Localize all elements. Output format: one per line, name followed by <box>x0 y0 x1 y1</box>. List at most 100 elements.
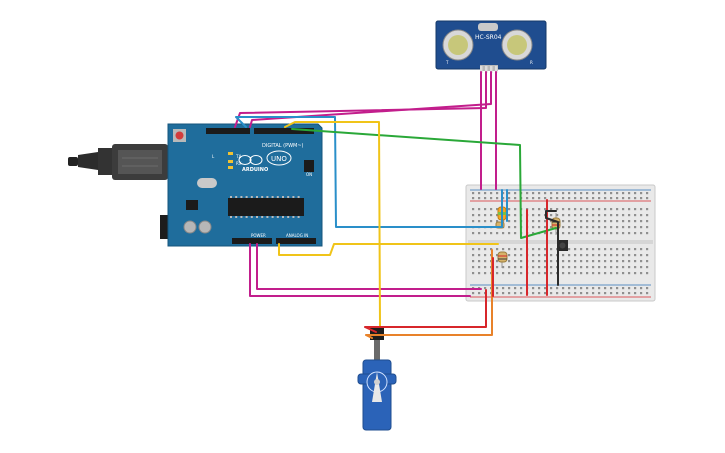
breadboard-hole[interactable] <box>544 197 547 200</box>
breadboard-hole[interactable] <box>562 254 565 257</box>
breadboard-hole[interactable] <box>610 266 613 269</box>
breadboard-hole[interactable] <box>472 266 475 269</box>
breadboard-hole[interactable] <box>478 192 481 195</box>
breadboard-hole[interactable] <box>586 226 589 229</box>
breadboard-hole[interactable] <box>478 197 481 200</box>
breadboard-hole[interactable] <box>586 272 589 275</box>
breadboard-hole[interactable] <box>496 248 499 251</box>
breadboard-hole[interactable] <box>622 292 625 295</box>
breadboard-hole[interactable] <box>622 254 625 257</box>
breadboard-hole[interactable] <box>646 292 649 295</box>
breadboard-hole[interactable] <box>586 197 589 200</box>
breadboard-hole[interactable] <box>484 272 487 275</box>
breadboard-hole[interactable] <box>490 232 493 235</box>
pushbutton[interactable] <box>557 240 568 251</box>
breadboard-hole[interactable] <box>622 197 625 200</box>
breadboard-hole[interactable] <box>484 248 487 251</box>
breadboard-hole[interactable] <box>502 266 505 269</box>
breadboard-hole[interactable] <box>532 254 535 257</box>
breadboard-hole[interactable] <box>550 254 553 257</box>
breadboard-hole[interactable] <box>532 287 535 290</box>
breadboard-hole[interactable] <box>604 197 607 200</box>
breadboard-hole[interactable] <box>544 287 547 290</box>
breadboard-hole[interactable] <box>478 208 481 211</box>
breadboard-hole[interactable] <box>646 197 649 200</box>
breadboard-hole[interactable] <box>478 214 481 217</box>
breadboard-hole[interactable] <box>562 208 565 211</box>
breadboard-hole[interactable] <box>568 260 571 263</box>
breadboard-hole[interactable] <box>508 226 511 229</box>
breadboard-hole[interactable] <box>490 192 493 195</box>
breadboard-hole[interactable] <box>646 272 649 275</box>
breadboard-hole[interactable] <box>574 197 577 200</box>
breadboard-hole[interactable] <box>562 232 565 235</box>
breadboard-hole[interactable] <box>598 254 601 257</box>
breadboard-hole[interactable] <box>520 272 523 275</box>
breadboard-hole[interactable] <box>616 248 619 251</box>
breadboard-hole[interactable] <box>574 287 577 290</box>
breadboard-hole[interactable] <box>574 192 577 195</box>
breadboard-hole[interactable] <box>580 208 583 211</box>
breadboard-hole[interactable] <box>532 260 535 263</box>
breadboard-hole[interactable] <box>586 266 589 269</box>
breadboard-hole[interactable] <box>616 192 619 195</box>
breadboard-hole[interactable] <box>622 226 625 229</box>
breadboard-hole[interactable] <box>634 226 637 229</box>
breadboard-hole[interactable] <box>496 208 499 211</box>
breadboard-hole[interactable] <box>508 232 511 235</box>
wire-gnd-bottom[interactable] <box>249 243 471 297</box>
breadboard-hole[interactable] <box>634 232 637 235</box>
breadboard-hole[interactable] <box>520 260 523 263</box>
breadboard-hole[interactable] <box>574 272 577 275</box>
breadboard-hole[interactable] <box>532 197 535 200</box>
breadboard-hole[interactable] <box>628 266 631 269</box>
breadboard-hole[interactable] <box>616 266 619 269</box>
breadboard-hole[interactable] <box>592 197 595 200</box>
breadboard-hole[interactable] <box>520 254 523 257</box>
breadboard-hole[interactable] <box>490 248 493 251</box>
breadboard-hole[interactable] <box>586 260 589 263</box>
breadboard-hole[interactable] <box>508 292 511 295</box>
breadboard-hole[interactable] <box>604 208 607 211</box>
breadboard-hole[interactable] <box>640 226 643 229</box>
breadboard-hole[interactable] <box>562 192 565 195</box>
breadboard-hole[interactable] <box>634 254 637 257</box>
breadboard-hole[interactable] <box>496 214 499 217</box>
breadboard-hole[interactable] <box>628 208 631 211</box>
breadboard-hole[interactable] <box>550 214 553 217</box>
breadboard-hole[interactable] <box>496 287 499 290</box>
breadboard-hole[interactable] <box>598 260 601 263</box>
breadboard-hole[interactable] <box>580 272 583 275</box>
breadboard-hole[interactable] <box>562 266 565 269</box>
breadboard-hole[interactable] <box>514 208 517 211</box>
breadboard-hole[interactable] <box>484 208 487 211</box>
breadboard-hole[interactable] <box>478 232 481 235</box>
breadboard-hole[interactable] <box>556 287 559 290</box>
breadboard-hole[interactable] <box>616 226 619 229</box>
breadboard-hole[interactable] <box>532 248 535 251</box>
breadboard-hole[interactable] <box>550 197 553 200</box>
breadboard-hole[interactable] <box>538 226 541 229</box>
breadboard-hole[interactable] <box>634 220 637 223</box>
breadboard-hole[interactable] <box>646 254 649 257</box>
breadboard-hole[interactable] <box>568 208 571 211</box>
breadboard-hole[interactable] <box>574 214 577 217</box>
breadboard-hole[interactable] <box>484 192 487 195</box>
breadboard-hole[interactable] <box>544 232 547 235</box>
breadboard-hole[interactable] <box>514 232 517 235</box>
breadboard-hole[interactable] <box>472 254 475 257</box>
breadboard-hole[interactable] <box>484 220 487 223</box>
breadboard-hole[interactable] <box>562 214 565 217</box>
breadboard-hole[interactable] <box>550 292 553 295</box>
breadboard-hole[interactable] <box>472 214 475 217</box>
breadboard-hole[interactable] <box>574 226 577 229</box>
breadboard-hole[interactable] <box>574 292 577 295</box>
breadboard-hole[interactable] <box>580 260 583 263</box>
breadboard-hole[interactable] <box>586 192 589 195</box>
breadboard-hole[interactable] <box>640 248 643 251</box>
breadboard-hole[interactable] <box>550 260 553 263</box>
breadboard-hole[interactable] <box>508 272 511 275</box>
breadboard-hole[interactable] <box>640 272 643 275</box>
breadboard-hole[interactable] <box>592 266 595 269</box>
breadboard-hole[interactable] <box>604 226 607 229</box>
